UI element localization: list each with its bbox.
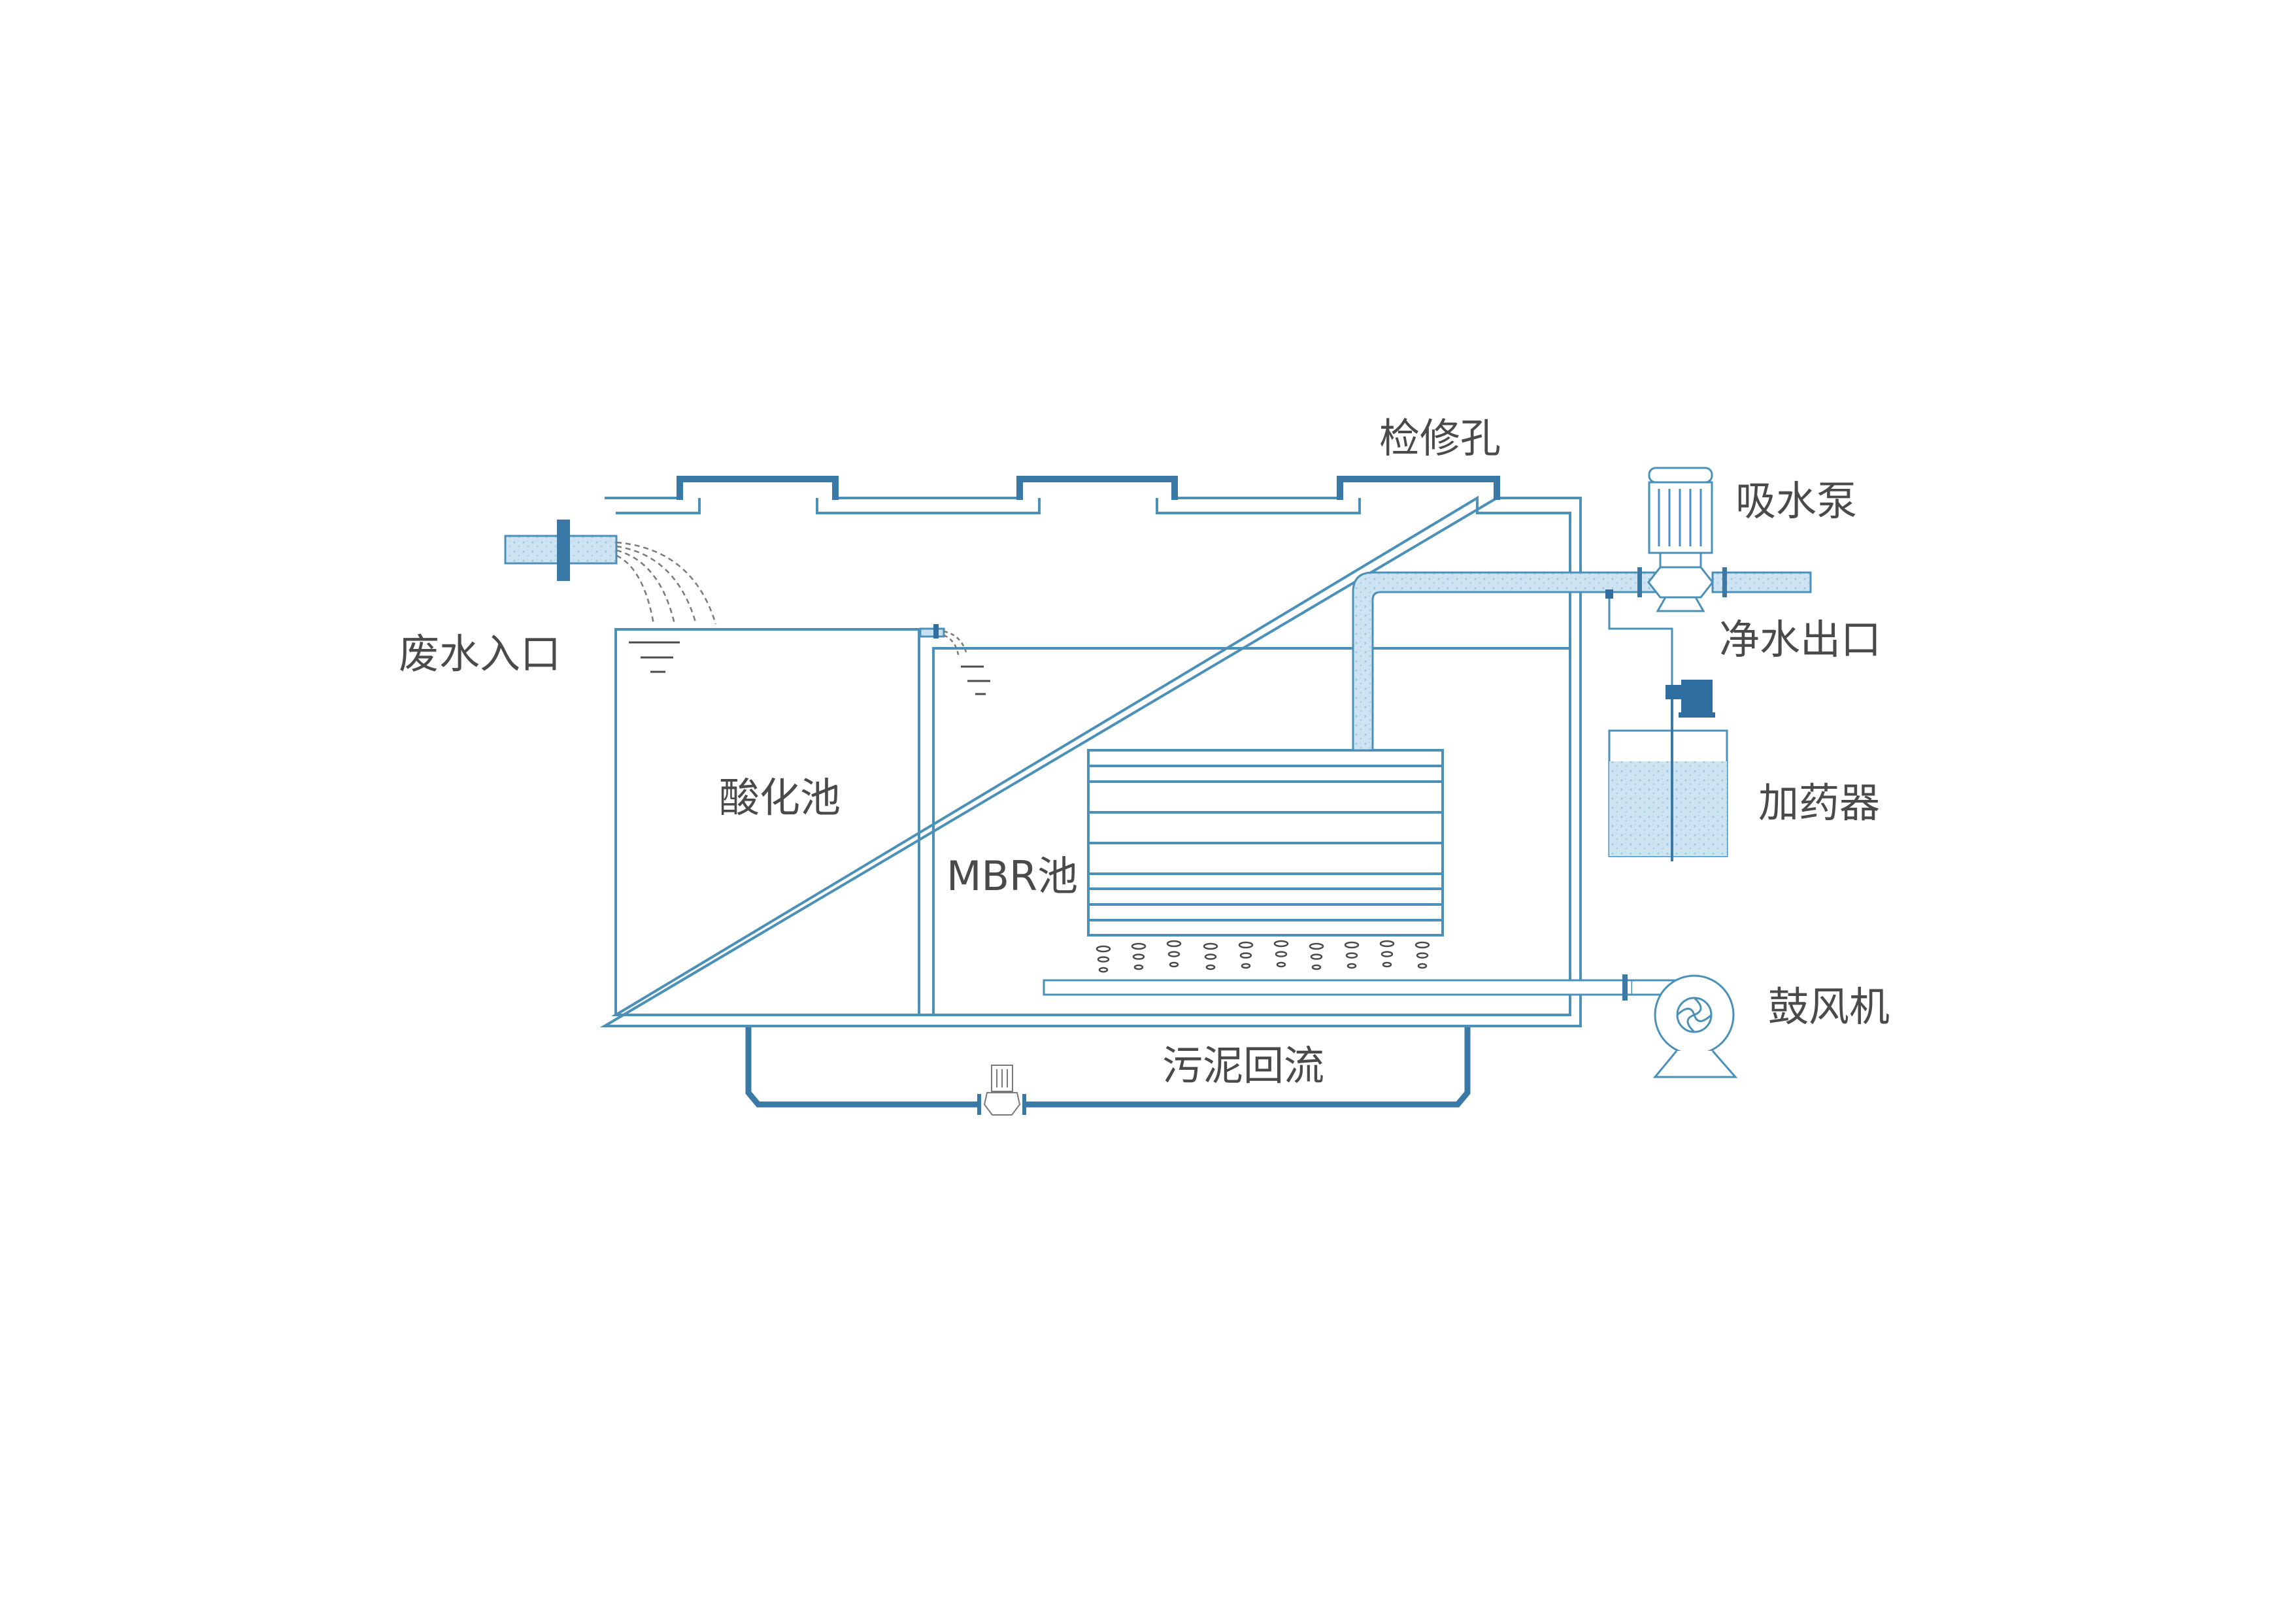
inspection-covers — [677, 476, 1500, 500]
membrane-module — [1087, 749, 1444, 936]
label-acidification-tank: 酸化池 — [719, 774, 841, 821]
sludge-return-pipe — [745, 1027, 1471, 1108]
label-wastewater-inlet: 废水入口 — [399, 630, 561, 678]
label-mbr-tank: MBR池 — [946, 852, 1078, 900]
manhole-cover-1 — [677, 476, 839, 500]
label-clean-water-outlet: 净水出口 — [1719, 616, 1881, 663]
outer-tank — [599, 495, 1582, 1027]
overflow-nozzle — [919, 624, 967, 655]
aeration-bubbles — [1096, 940, 1430, 973]
water-level-marker-2 — [961, 665, 990, 695]
label-inspection-hole: 检修孔 — [1379, 414, 1501, 462]
sludge-return-pump — [977, 1065, 1026, 1116]
acidification-tank — [614, 628, 920, 1016]
label-dosing-device: 加药器 — [1758, 779, 1880, 827]
wastewater-inlet-pipe — [504, 520, 717, 625]
mbr-tank — [932, 647, 1570, 1016]
label-suction-pump: 吸水泵 — [1735, 477, 1857, 525]
water-level-marker-1 — [629, 641, 680, 673]
dosing-device — [1605, 589, 1728, 861]
label-blower: 鼓风机 — [1768, 983, 1890, 1031]
label-sludge-return: 污泥回流 — [1162, 1042, 1324, 1089]
manhole-cover-2 — [1016, 476, 1178, 500]
aeration-pipe — [1043, 974, 1633, 1001]
blower — [1632, 974, 1738, 1078]
manhole-cover-3 — [1337, 476, 1500, 500]
suction-pump — [1647, 467, 1714, 612]
